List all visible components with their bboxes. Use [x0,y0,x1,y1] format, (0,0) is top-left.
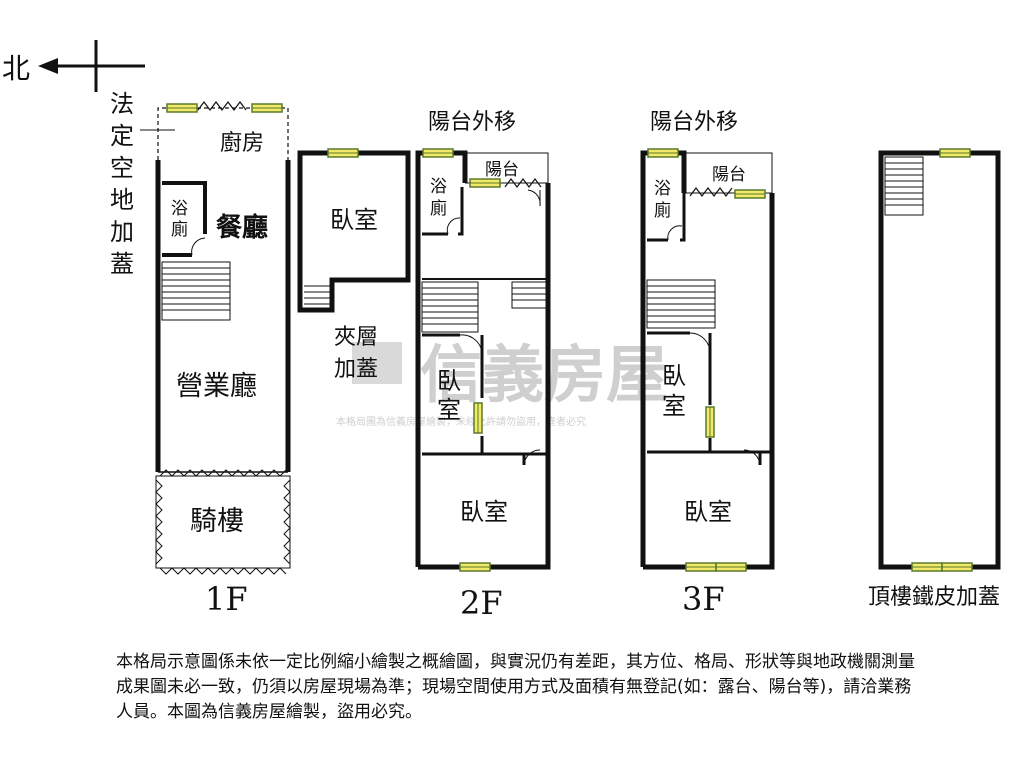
svg-text:法: 法 [110,90,134,118]
watermark-text: 本格局圖為信義房屋繪製，未經允許請勿盜用，違者必究 [336,415,586,428]
sliding-door-icon [197,101,247,111]
rooftop-plan: 頂樓鐵皮加蓋 [868,148,1001,610]
north-label: 北 [2,52,30,85]
window-icon [715,562,747,572]
watermark-logo [352,342,402,384]
window-icon [469,178,501,188]
mid-room-label: 室 [662,392,686,420]
window-icon [705,406,715,438]
stairs-icon [646,279,716,329]
kitchen-label: 廚房 [220,131,264,156]
window-icon [459,562,491,572]
door-swing-icon [191,237,206,256]
mezzanine-note: 加蓋 [334,357,378,382]
watermark-brand: 信義房屋 [420,338,668,411]
mid-room-label: 臥 [437,367,461,395]
window-icon [647,148,679,158]
door-swing-icon [689,332,711,355]
svg-text:定: 定 [110,122,134,150]
sliding-door-icon [504,178,542,188]
mid-room-label: 室 [437,396,461,424]
north-compass: 北 [2,40,145,92]
bath-walls [422,187,464,236]
balcony-outline [465,152,549,184]
window-icon [939,148,971,158]
mid-room-walls [647,331,772,465]
front-room-label: 臥室 [460,498,508,526]
sliding-door-icon [689,187,733,197]
arcade-label: 騎樓 [190,506,244,537]
disclaimer-text: 本格局示意圖係未依一定比例縮小繪製之概繪圖，與實況仍有差距，其方位、格局、形狀等… [116,652,915,722]
arcade-hatching [155,469,291,575]
mid-room-walls [422,333,548,465]
floor-1-walls [155,160,291,472]
svg-text:空: 空 [110,154,134,182]
window-icon [473,402,483,434]
watermark: 信義房屋 本格局圖為信義房屋繪製，未經允許請勿盜用，違者必究 [336,338,668,428]
mid-room-label: 臥 [662,362,686,390]
floor-2-balcony-note: 陽台外移 [428,110,516,135]
window-icon [911,562,943,572]
bath-label: 浴 [654,179,671,199]
mezzanine-walls [297,150,411,313]
front-room-label: 臥室 [684,498,732,526]
mezzanine-note: 夾層 [334,325,378,350]
svg-text:加: 加 [110,218,134,246]
bath-label: 廁 [654,200,671,221]
door-swing-icon [446,217,461,235]
door-swing-icon [459,334,483,357]
door-swing-icon [523,449,541,466]
door-swing-icon [743,449,761,466]
floor-1-plan: 法 定 空 地 加 蓋 浴 廁 廚房 餐廳 營業廳 [110,90,291,618]
mezzanine-room-label: 臥室 [330,206,378,234]
floor-3-plan: 陽台外移 陽台 浴 廁 臥 室 臥室 3F [640,110,775,618]
window-icon [734,189,766,199]
balcony-label: 陽台 [485,160,519,180]
door-swing-icon [667,225,683,241]
floor-3-balcony-note: 陽台外移 [650,110,738,135]
window-icon [327,148,359,158]
bath-label: 浴 [430,177,447,197]
window-icon [685,562,717,572]
svg-text:地: 地 [110,186,134,214]
bath-label: 浴 [171,199,188,219]
floor-2-caption: 2F [460,584,503,622]
floor-1-caption: 1F [205,580,248,618]
floor-2-plan: 陽台外移 陽台 浴 廁 臥 室 臥室 2F [415,110,551,622]
door-swing-icon [527,189,541,207]
balcony-label: 陽台 [712,165,746,185]
window-icon [941,562,973,572]
bath-label: 廁 [430,198,447,219]
window-icon [251,103,283,113]
north-arrow-icon [38,58,58,74]
bath-label: 廁 [171,219,188,240]
window-icon [422,148,454,158]
window-icon [166,103,198,113]
floor-1-side-note: 法 定 空 地 加 蓋 [110,90,134,278]
bath-walls [647,193,686,242]
rooftop-caption: 頂樓鐵皮加蓋 [868,585,1000,610]
stairs-icon [884,156,924,216]
bath-walls [162,181,207,257]
dining-label: 餐廳 [216,212,268,243]
floor-3-caption: 3F [682,580,725,618]
stairs-icon [304,285,330,305]
svg-text:蓋: 蓋 [110,250,134,278]
stairs-icon [421,281,547,333]
stairs-icon [161,261,231,321]
mezzanine-plan: 臥室 夾層 加蓋 [297,148,411,382]
business-hall-label: 營業廳 [176,371,257,402]
